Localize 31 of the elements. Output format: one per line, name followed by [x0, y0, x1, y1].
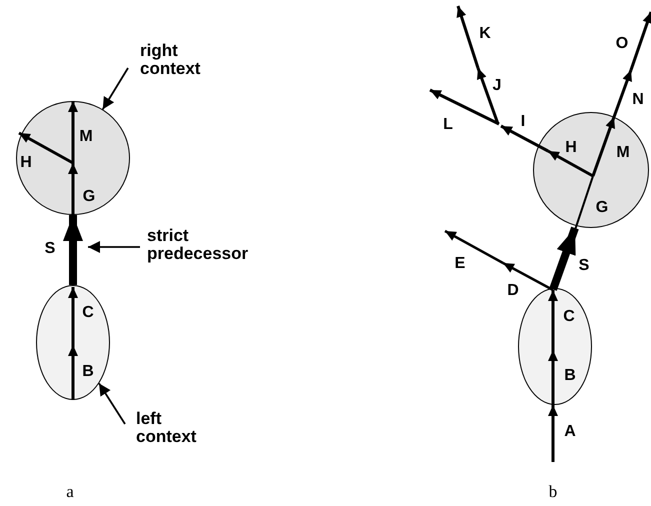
segment-label: N [632, 92, 644, 108]
callout-text: left context [136, 410, 206, 446]
segment-label: B [82, 364, 94, 380]
segment-label: G [82, 189, 96, 205]
segment-label: I [520, 114, 526, 130]
segment-label: H [565, 140, 577, 156]
callout-text: right context [140, 42, 210, 78]
segment-label: O [616, 36, 628, 52]
segment-label: L [443, 117, 453, 133]
segment-label: G [596, 200, 608, 216]
segment-label: M [616, 145, 630, 161]
segment-label: C [82, 305, 94, 321]
leader-line [102, 68, 129, 110]
segment-label: M [79, 129, 93, 145]
segment-label: J [492, 78, 502, 94]
panel-label: b [548, 484, 558, 500]
panel-label: a [66, 484, 74, 500]
callout-text: strict predecessor [147, 227, 257, 263]
segment-label: B [564, 368, 576, 384]
segment-label: K [479, 26, 491, 42]
segment-label: H [20, 155, 32, 171]
thick-arrow [63, 215, 83, 285]
segment-label: E [454, 256, 466, 272]
leader-line [98, 382, 126, 424]
edge-label: S [578, 258, 590, 274]
segment-label: A [564, 424, 576, 440]
leader-line [88, 241, 140, 253]
thick-arrow [549, 226, 579, 291]
segment-label: C [563, 309, 575, 325]
edge-label: S [44, 241, 56, 257]
segment-label: D [507, 283, 519, 299]
